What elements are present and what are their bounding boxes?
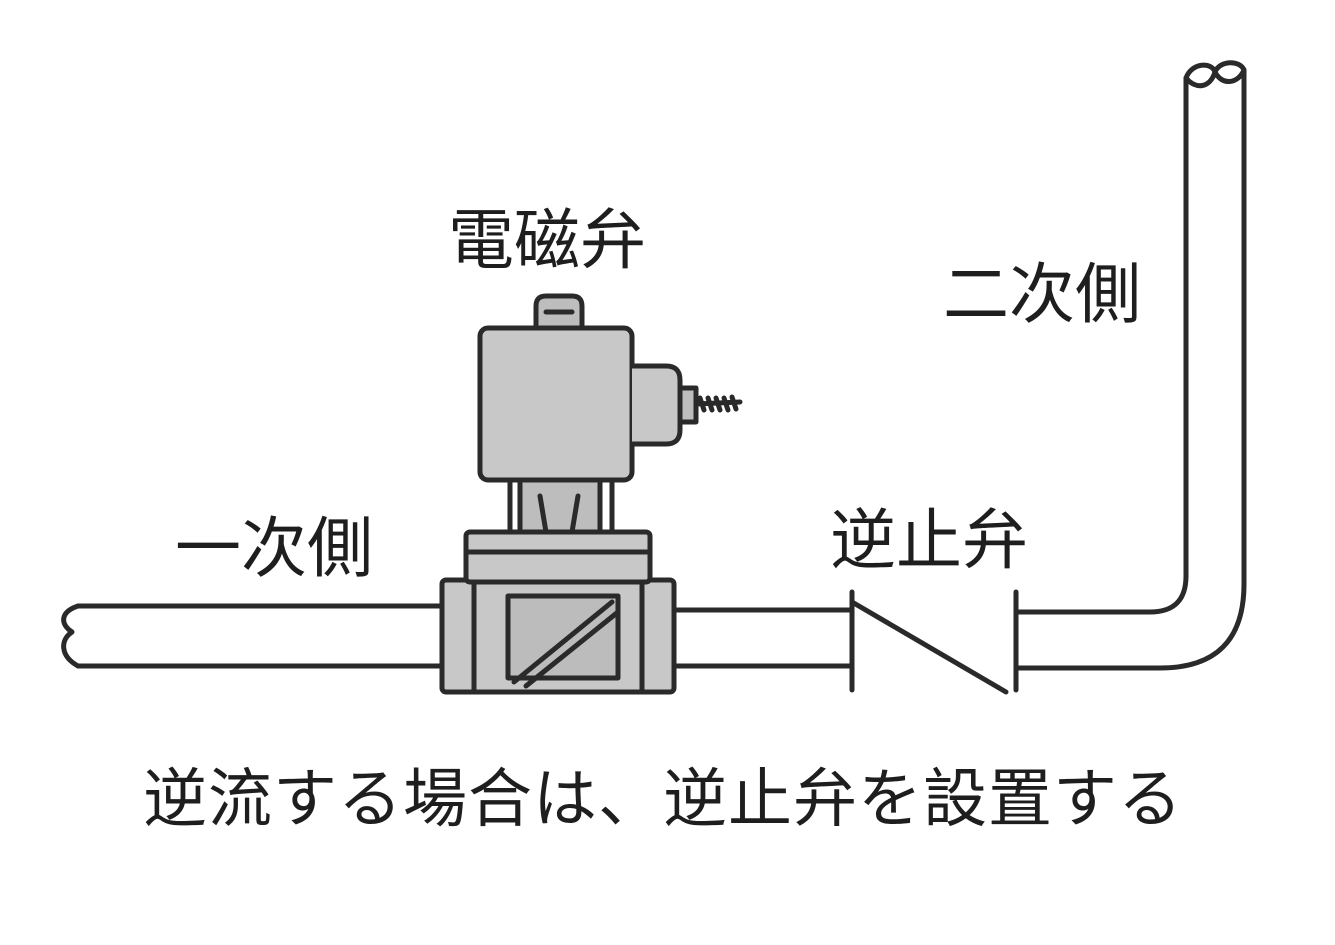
- caption: 逆流する場合は、逆止弁を設置する: [143, 763, 1183, 837]
- label-primary-side: 一次側: [175, 510, 373, 587]
- label-solenoid-valve: 電磁弁: [448, 202, 646, 279]
- outlet-pipe: [1013, 60, 1247, 671]
- inlet-pipe: [61, 603, 447, 669]
- label-check-valve: 逆止弁: [830, 502, 1028, 579]
- label-secondary-side: 二次側: [943, 256, 1141, 333]
- check-valve: [849, 589, 1019, 695]
- middle-pipe: [669, 607, 855, 669]
- solenoid-valve: [439, 293, 743, 695]
